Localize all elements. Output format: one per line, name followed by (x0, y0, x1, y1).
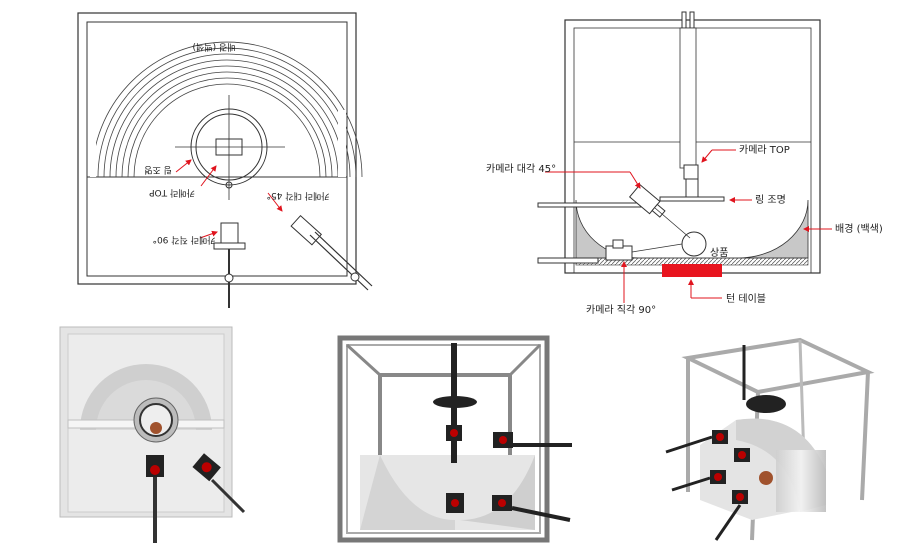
side-camera-45-label: 카메라 대각 45° (486, 163, 556, 175)
render3-ring-light (746, 395, 786, 413)
render-top-view (59, 326, 246, 543)
top-view-diagram: 배경 (백색) 링 조명 카메라 TOP 카메라 대각 45° 카메라 직각 9… (77, 12, 373, 308)
render3-cameras (710, 430, 750, 504)
product (681, 231, 707, 257)
top-camera-45-label: 카메라 대각 45° (266, 190, 329, 202)
render-iso-view (665, 337, 875, 541)
render3-product (759, 471, 773, 485)
side-camera-45 (628, 183, 666, 218)
side-camera-top-label: 카메라 TOP (739, 144, 790, 156)
side-view-diagram: 카메라 대각 45° 카메라 TOP 링 조명 배경 (백색) 상품 카메라 직… (486, 11, 883, 316)
camera-45-body (290, 214, 323, 246)
top-camera-90-label: 카메라 직각 90° (152, 234, 215, 246)
ring-light-outer (190, 108, 268, 186)
render1-product (150, 422, 162, 434)
top-background-label: 배경 (백색) (192, 41, 235, 53)
render2-ring-light (433, 396, 477, 408)
top-view-frame-outer (77, 12, 357, 285)
top-camera-box (215, 138, 243, 156)
side-camera-90-label: 카메라 직각 90° (586, 304, 656, 316)
side-background-label: 배경 (백색) (835, 222, 883, 235)
side-turntable-label: 턴 테이블 (726, 293, 766, 305)
top-ring-light-label: 링 조명 (144, 164, 172, 176)
turntable (662, 264, 722, 277)
render1-camera-45 (192, 453, 221, 482)
render2-camera-45 (493, 432, 513, 448)
top-camera-top-label: 카메라 TOP (149, 187, 195, 198)
ring-light-inner (195, 113, 263, 181)
side-product-label: 상품 (710, 247, 728, 259)
side-ring-light-label: 링 조명 (755, 194, 786, 206)
render-front-view (337, 335, 572, 543)
